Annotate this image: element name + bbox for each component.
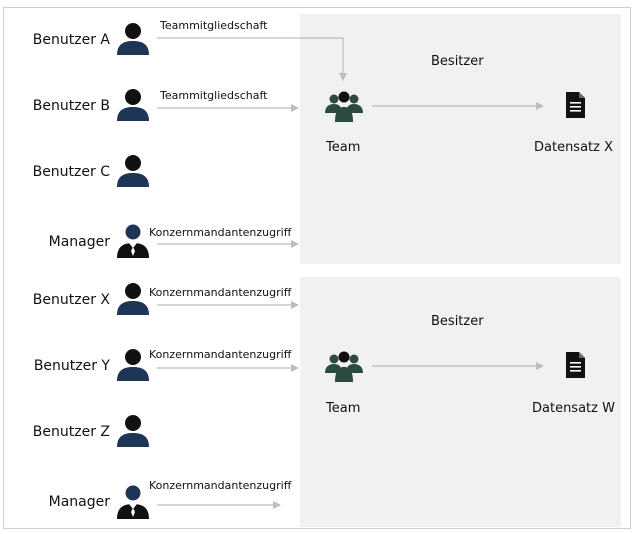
user-label-manager-1: Manager [48,234,110,250]
person-icon [117,89,149,121]
owner-label-1: Besitzer [431,54,484,69]
user-label-benutzer-z: Benutzer Z [32,424,110,440]
edge-label-membership-a: Teammitgliedschaft [160,19,268,32]
team-panel-2 [300,277,621,527]
document-icon [566,352,585,378]
team-panel-1 [300,14,621,264]
team-label-2: Team [326,401,361,416]
record-label-x: Datensatz X [534,140,614,155]
person-icon [117,349,149,381]
record-label-w: Datensatz W [532,401,615,416]
edge-label-access-x: Konzernmandantenzugriff [149,286,292,299]
arrow-user-a-to-team [157,37,347,81]
document-icon [566,92,585,118]
team-label-1: Team [326,140,361,155]
owner-label-2: Besitzer [431,314,484,329]
user-label-benutzer-a: Benutzer A [32,32,110,48]
person-icon [117,155,149,187]
user-label-manager-2: Manager [48,494,110,510]
team-icon [325,351,363,382]
edge-label-membership-b: Teammitgliedschaft [160,89,268,102]
person-icon [117,283,149,315]
edge-label-access-manager-2: Konzernmandantenzugriff [149,479,292,492]
user-label-benutzer-y: Benutzer Y [33,358,110,374]
edge-label-access-y: Konzernmandantenzugriff [149,348,292,361]
diagram-frame [3,7,631,529]
user-label-benutzer-b: Benutzer B [32,98,110,114]
user-label-benutzer-c: Benutzer C [32,164,110,180]
team-icon [325,91,363,122]
manager-icon [117,485,149,519]
user-label-benutzer-x: Benutzer X [32,292,110,308]
manager-icon [117,224,149,258]
edge-label-access-manager-1: Konzernmandantenzugriff [149,226,292,239]
person-icon [117,23,149,55]
person-icon [117,415,149,447]
